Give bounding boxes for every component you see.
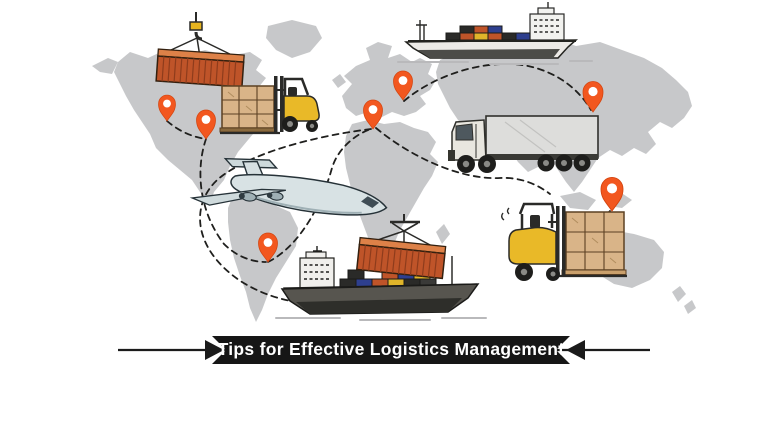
- airplane: [189, 157, 388, 216]
- location-pins: [158, 70, 624, 263]
- cargo-ship-1: [397, 2, 593, 65]
- banner-ribbon: [118, 336, 650, 364]
- truck: [448, 115, 599, 173]
- forklift-1: [219, 76, 320, 135]
- hanging-container-1: [155, 12, 245, 88]
- location-pin-1: [158, 94, 176, 122]
- banner-arrow-right: [566, 340, 585, 360]
- location-pin-5: [393, 70, 413, 101]
- location-pin-7: [600, 177, 624, 212]
- location-pin-2: [196, 109, 216, 140]
- location-pin-6: [582, 81, 604, 113]
- forklift-2: [501, 202, 627, 281]
- location-pin-4: [363, 99, 383, 130]
- hanging-container-2: [355, 214, 447, 280]
- banner-title: Tips for Effective Logistics Management: [217, 339, 565, 359]
- logistics-icons-row: [0, 370, 768, 432]
- location-pin-3: [258, 232, 278, 263]
- cargo-ship-2: [275, 246, 487, 321]
- banner-arrow-left: [205, 340, 224, 360]
- banner-shape: [212, 336, 570, 364]
